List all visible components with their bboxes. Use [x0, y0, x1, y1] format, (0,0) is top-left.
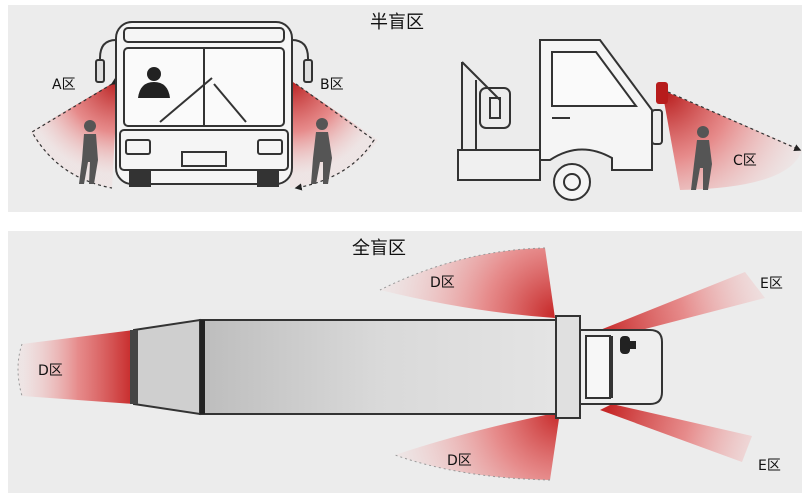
zone-e-bottom-shape: [600, 404, 752, 462]
zone-d-bottom-label: D区: [447, 453, 472, 469]
pedestrian-b-icon: [311, 118, 332, 184]
zone-a-label: A区: [52, 77, 76, 93]
zone-b-label: B区: [320, 77, 344, 93]
zone-d-left-label: D区: [38, 363, 63, 379]
zone-d-left-shape: [17, 330, 134, 404]
zone-e-top-label: E区: [760, 276, 783, 292]
pedestrian-c-icon: [691, 126, 712, 190]
full-blind-zone-title: 全盲区: [352, 238, 406, 259]
mirror-icon: [656, 82, 668, 104]
partial-blind-zone-title: 半盲区: [370, 12, 424, 33]
zone-b-shape: [290, 80, 378, 191]
mirror-top-icon: [620, 336, 636, 354]
zone-c-label: C区: [733, 153, 757, 169]
zone-c-shape: [662, 90, 802, 190]
pedestrian-a-icon: [79, 120, 98, 184]
zone-d-top-shape: [379, 247, 555, 318]
driver-icon: [138, 67, 170, 98]
zone-e-top-shape: [600, 272, 765, 336]
bus-front: [95, 21, 313, 187]
zone-d-bottom-shape: [394, 412, 560, 481]
truck-top-view: [130, 315, 663, 419]
zone-d-top-label: D区: [430, 275, 455, 291]
zone-e-bottom-label: E区: [758, 458, 781, 474]
zone-a-shape: [30, 77, 119, 189]
truck-side: [457, 39, 663, 201]
